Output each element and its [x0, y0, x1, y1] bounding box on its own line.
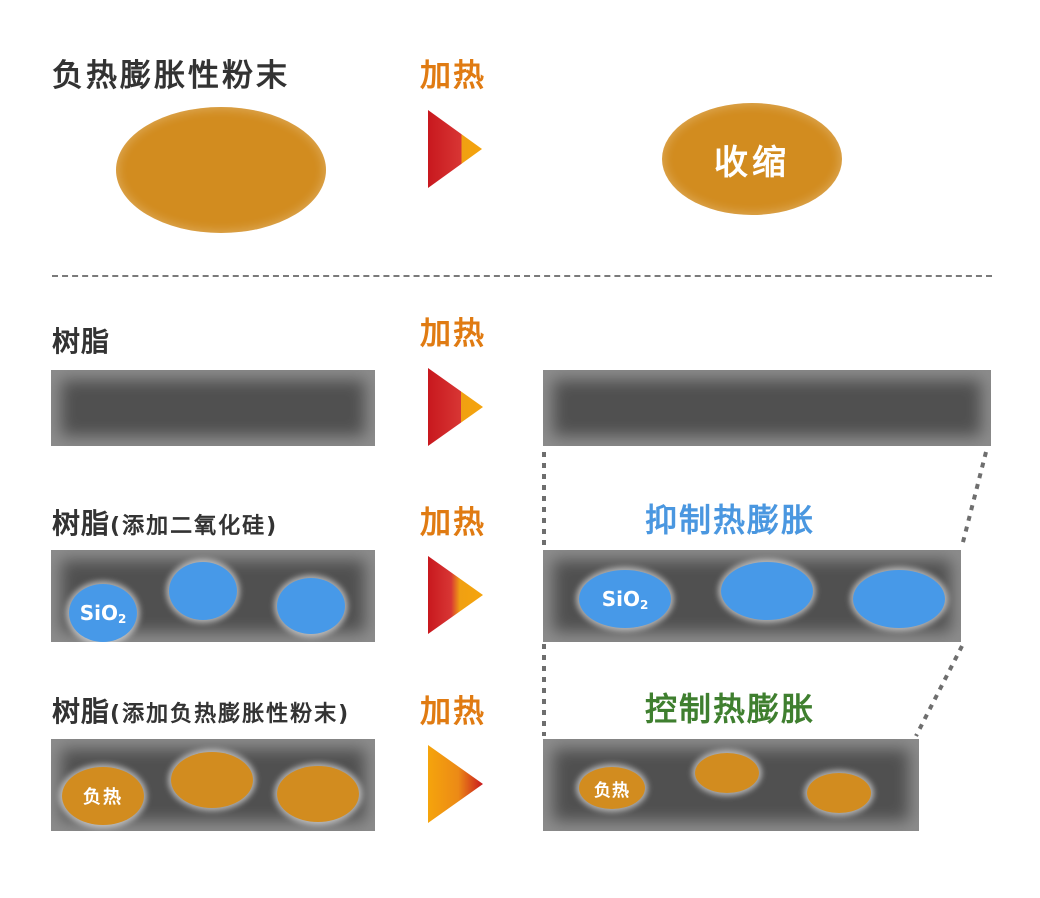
row3-label-text: 树脂 [52, 695, 111, 728]
top-heat-label: 加热 [420, 58, 486, 94]
heat-arrow-icon [428, 110, 482, 188]
powder-particle-shrunk [695, 753, 759, 793]
resin-powder-block-before: 负热 [51, 739, 375, 831]
powder-particle-label: 负热 [594, 780, 630, 801]
resin-silica-block-before: SiO2 [51, 550, 375, 642]
top-title: 负热膨胀性粉末 [52, 58, 290, 94]
powder-particle: 负热 [62, 767, 144, 825]
row2-label-text: 树脂 [52, 507, 111, 540]
control-expansion-note: 控制热膨胀 [645, 690, 816, 728]
row1-label: 树脂 [52, 320, 110, 360]
row1-heat-label: 加热 [420, 316, 486, 352]
heat-arrow-icon [428, 556, 483, 634]
silica-particle [169, 562, 237, 620]
powder-particle-before [116, 107, 326, 233]
row3-label: 树脂(添加负热膨胀性粉末) [52, 690, 350, 730]
powder-particle-after: 收缩 [662, 103, 842, 215]
silica-particle-expanded [721, 562, 813, 620]
shrink-label: 收缩 [714, 142, 790, 183]
row1-label-text: 树脂 [52, 325, 111, 358]
suppress-expansion-note: 抑制热膨胀 [645, 501, 816, 539]
powder-particle-shrunk: 负热 [579, 767, 645, 809]
row3-label-suffix: (添加负热膨胀性粉末) [110, 702, 351, 727]
heat-arrow-icon [428, 745, 483, 823]
row2-label: 树脂(添加二氧化硅) [52, 502, 278, 542]
resin-block-before [51, 370, 375, 446]
silica-particle-expanded: SiO2 [579, 570, 671, 628]
silica-particle [277, 578, 345, 634]
powder-particle [171, 752, 253, 808]
row2-label-suffix: (添加二氧化硅) [110, 514, 279, 539]
silica-particle: SiO2 [69, 584, 137, 642]
powder-particle-label: 负热 [83, 787, 123, 808]
resin-block-after [543, 370, 991, 446]
row3-heat-label: 加热 [420, 694, 486, 730]
resin-powder-block-after: 负热 [543, 739, 919, 831]
row2-heat-label: 加热 [420, 505, 486, 541]
heat-arrow-icon [428, 368, 483, 446]
powder-particle [277, 766, 359, 822]
section-divider [52, 275, 992, 277]
powder-particle-shrunk [807, 773, 871, 813]
silica-particle-expanded [853, 570, 945, 628]
resin-silica-block-after: SiO2 [543, 550, 961, 642]
silica-formula: SiO2 [79, 600, 127, 626]
silica-formula: SiO2 [601, 586, 649, 612]
